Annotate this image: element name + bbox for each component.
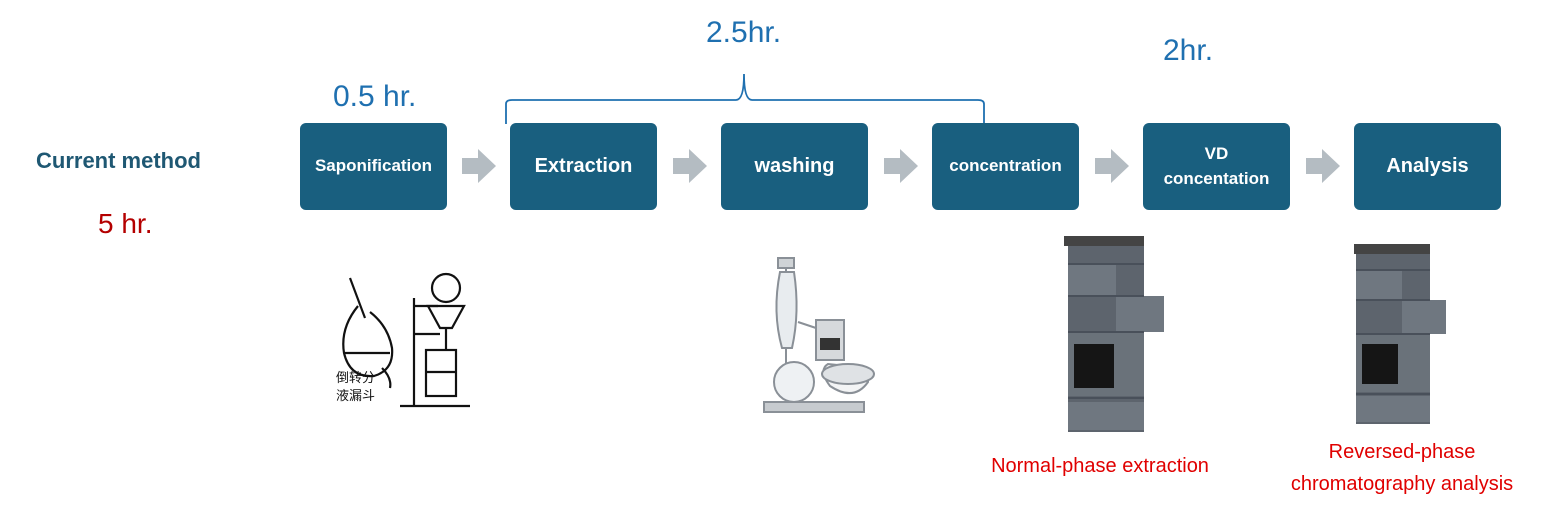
step-saponification: Saponification: [300, 123, 447, 210]
rotary-evaporator-illustration: [763, 257, 875, 413]
hplc1-caption: Normal-phase extraction: [991, 455, 1209, 477]
step-extraction: Extraction: [510, 123, 657, 210]
step-vd-concentration: VD concentation: [1143, 123, 1290, 210]
step-concentration: concentration: [932, 123, 1079, 210]
time-bracket-brace: [505, 73, 985, 124]
step-analysis: Analysis: [1354, 123, 1501, 210]
total-time: 5 hr.: [98, 208, 153, 239]
arrow-right-icon: [884, 149, 918, 183]
funnel-caption-line2: 液漏斗: [336, 388, 375, 404]
method-label: Current method: [36, 148, 201, 173]
hplc2-caption: Reversed-phase chromatography analysis: [1290, 441, 1514, 495]
time-bracket: 2.5hr.: [706, 16, 782, 49]
arrow-right-icon: [1095, 149, 1129, 183]
hplc-system-illustration: [1064, 236, 1164, 432]
arrow-right-icon: [673, 149, 707, 183]
hplc-system-illustration: [1354, 244, 1446, 424]
funnel-caption-line1: 倒转分: [336, 371, 375, 386]
step-washing: washing: [721, 123, 868, 210]
separatory-funnel-illustration: 倒转分 液漏斗: [330, 258, 480, 413]
arrow-right-icon: [1306, 149, 1340, 183]
time-saponification: 0.5 hr.: [333, 80, 417, 113]
arrow-right-icon: [462, 149, 496, 183]
time-vd: 2hr.: [1163, 34, 1214, 67]
